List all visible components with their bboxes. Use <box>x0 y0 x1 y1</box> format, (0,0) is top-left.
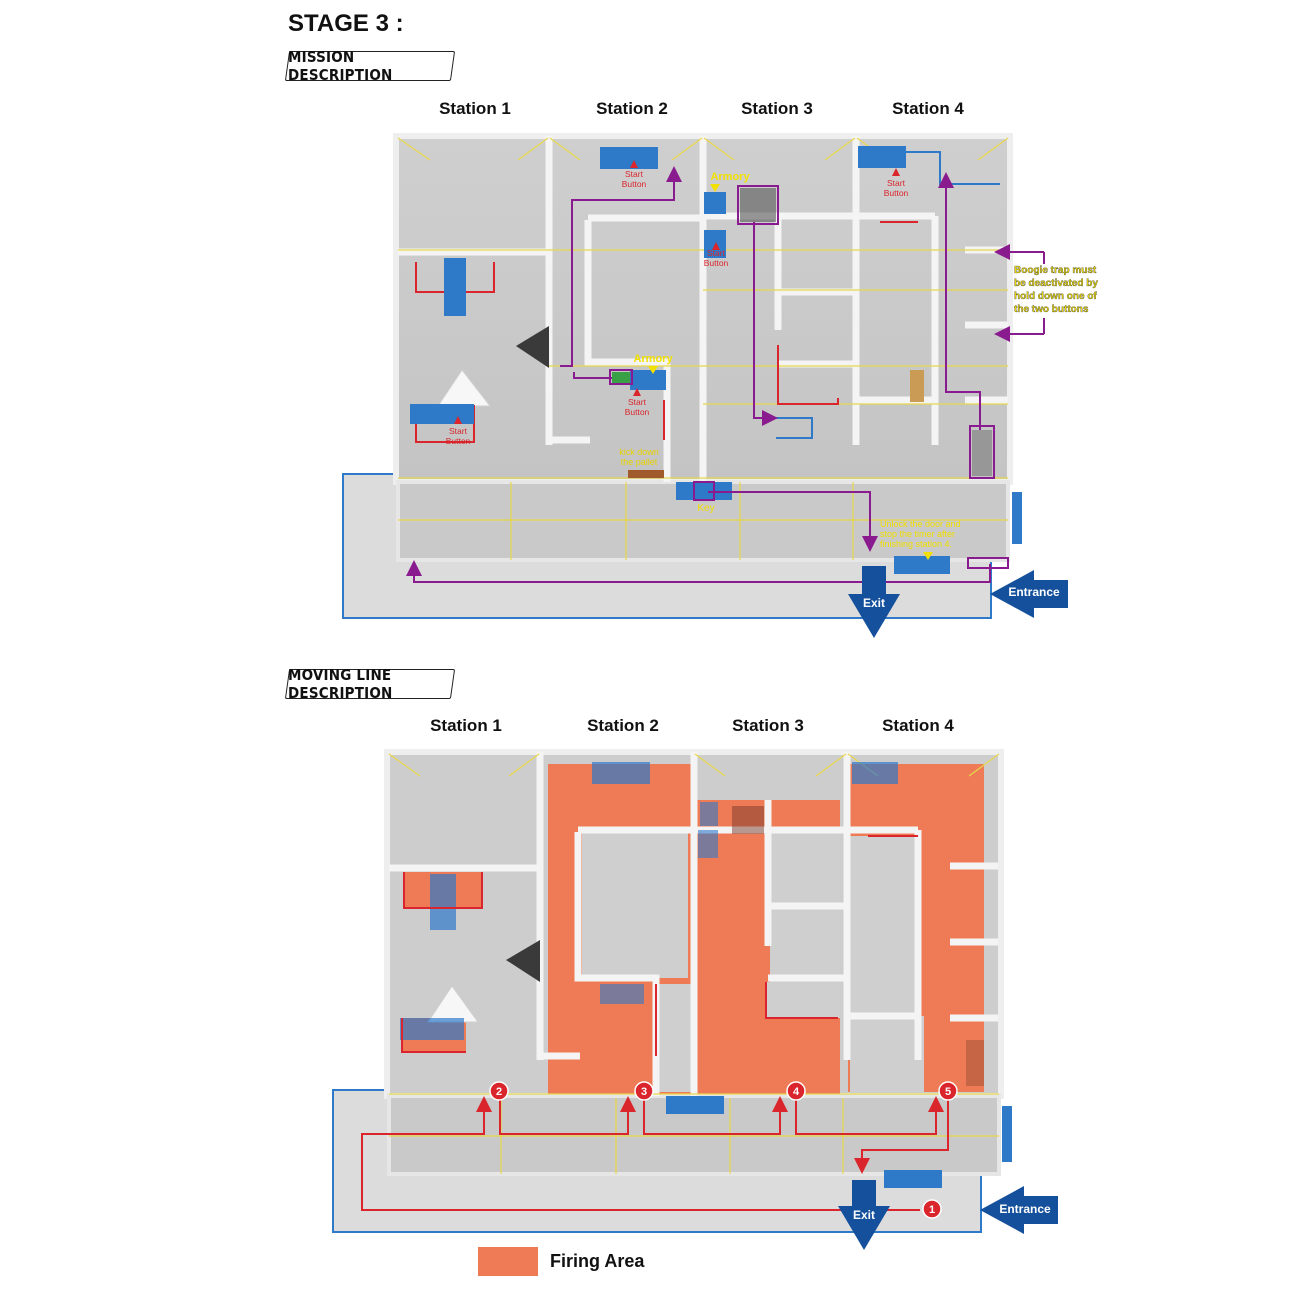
key-label: Key <box>697 503 714 514</box>
moving-route <box>361 835 949 1211</box>
furniture <box>400 762 1012 1188</box>
moving-line-floor-plan: 1 2 3 4 5 Exit Entrance <box>332 749 1058 1250</box>
armory-label-station-3: Armory <box>710 171 750 183</box>
moving-entrance-arrow <box>980 1186 1058 1234</box>
mission-route <box>406 166 1045 583</box>
svg-text:Button: Button <box>884 188 909 198</box>
armory-label-station-2: Armory <box>633 353 673 365</box>
wedge-obstacle <box>506 940 540 982</box>
mission-exit-label: Exit <box>863 596 885 610</box>
svg-text:Button: Button <box>446 436 471 446</box>
firing-area-legend-label: Firing Area <box>550 1251 645 1271</box>
moving-line-description-header: MOVING LINE DESCRIPTION <box>284 666 456 702</box>
unlock-door-marker <box>923 552 933 560</box>
moving-entrance-label: Entrance <box>999 1202 1051 1216</box>
svg-text:3: 3 <box>641 1086 647 1098</box>
armory-marker-station-2 <box>648 366 658 374</box>
bottom-station-2-label: Station 2 <box>587 716 659 735</box>
svg-text:Boogie trap must: Boogie trap must <box>1014 265 1097 276</box>
svg-text:Start: Start <box>628 397 647 407</box>
svg-text:finishing station 4.: finishing station 4. <box>880 539 952 549</box>
svg-text:Start: Start <box>887 178 906 188</box>
mission-exit-arrow <box>848 566 900 638</box>
svg-text:Unlock the door and: Unlock the door and <box>880 519 961 529</box>
kick-down-note-line2: the pallet <box>621 457 658 467</box>
svg-text:4: 4 <box>793 1086 800 1098</box>
firing-area-swatch <box>478 1247 538 1276</box>
unlock-door-note: Unlock the door and stop the timer after… <box>880 519 961 549</box>
mission-entrance-arrow <box>990 570 1068 618</box>
furniture <box>410 146 1022 574</box>
start-button-markers: Start Button Start Button Start Button S… <box>446 160 909 446</box>
stage-title: STAGE 3 : <box>288 10 404 37</box>
svg-text:the two buttons: the two buttons <box>1014 304 1089 315</box>
top-station-1-label: Station 1 <box>439 99 511 118</box>
svg-text:Start: Start <box>625 169 644 179</box>
interior-walls <box>398 136 1008 482</box>
svg-text:Button: Button <box>622 179 647 189</box>
top-station-4-label: Station 4 <box>892 99 964 118</box>
svg-text:Start: Start <box>449 426 468 436</box>
kick-down-note-line1: kick down <box>619 447 659 457</box>
interior-walls <box>389 752 998 1096</box>
svg-text:5: 5 <box>945 1086 951 1098</box>
top-station-3-label: Station 3 <box>741 99 813 118</box>
svg-text:be deactivated by: be deactivated by <box>1014 278 1098 289</box>
svg-text:1: 1 <box>929 1204 935 1216</box>
bottom-station-4-label: Station 4 <box>882 716 954 735</box>
mission-entrance-label: Entrance <box>1008 585 1060 599</box>
bottom-station-1-label: Station 1 <box>430 716 502 735</box>
moving-line-description-label: MOVING LINE DESCRIPTION <box>288 666 393 702</box>
armory-marker-station-3 <box>710 184 720 192</box>
svg-text:2: 2 <box>496 1086 502 1098</box>
mission-floor-plan: Exit Entrance Start Button Start Button … <box>342 133 1099 638</box>
svg-text:Button: Button <box>704 258 729 268</box>
svg-text:Start: Start <box>707 248 726 258</box>
moving-exit-arrow <box>838 1180 890 1250</box>
bottom-station-3-label: Station 3 <box>732 716 804 735</box>
moving-exit-label: Exit <box>853 1208 875 1222</box>
booby-trap-note: Boogie trap must be deactivated by hold … <box>1014 265 1099 315</box>
wedge-obstacle <box>516 326 549 368</box>
svg-text:stop the timer after: stop the timer after <box>880 529 955 539</box>
waypoint-markers: 1 2 3 4 5 <box>489 1081 958 1219</box>
blue-room-boundaries <box>776 151 1000 439</box>
top-station-2-label: Station 2 <box>596 99 668 118</box>
svg-text:hold down one of: hold down one of <box>1014 291 1097 302</box>
svg-text:Button: Button <box>625 407 650 417</box>
